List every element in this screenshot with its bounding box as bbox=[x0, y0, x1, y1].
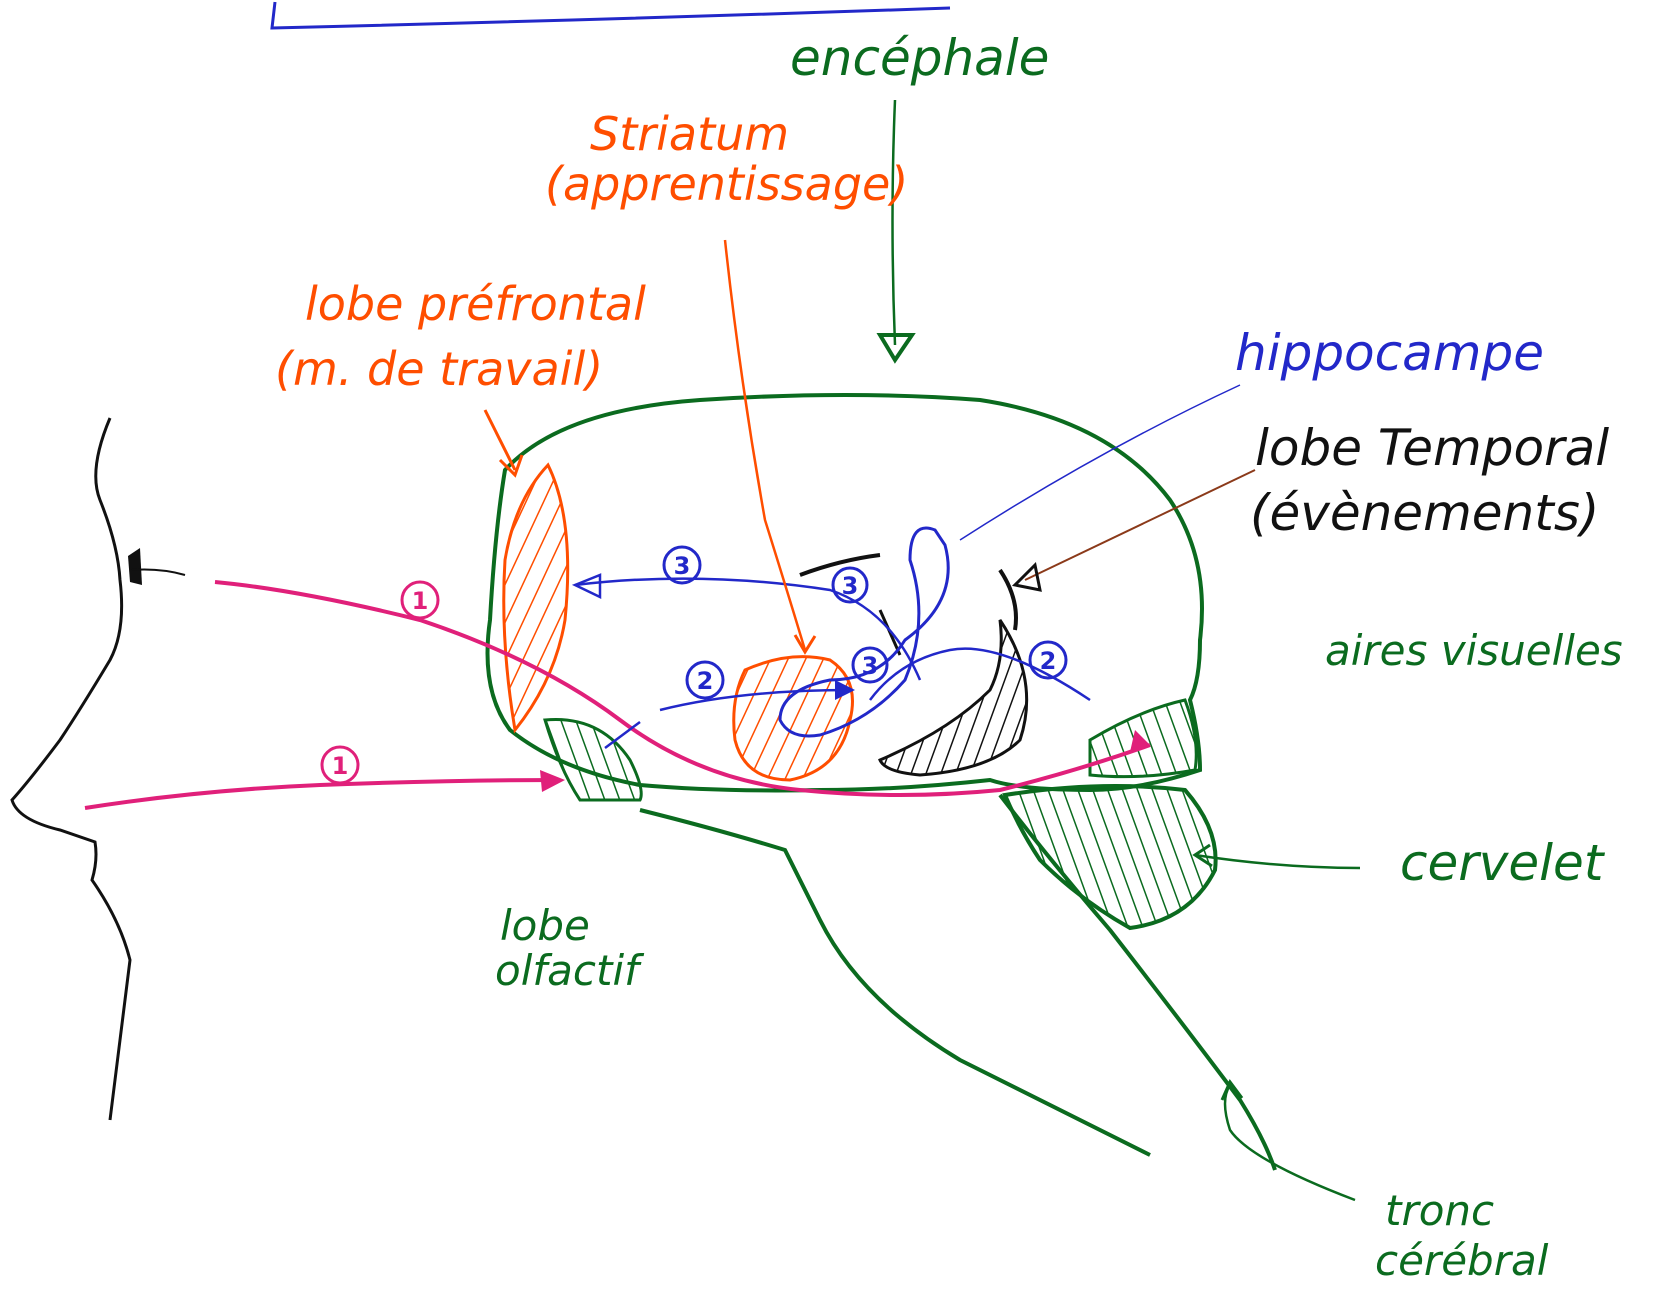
number-two-left: 2 bbox=[687, 662, 723, 698]
tronc-pointer bbox=[1225, 1085, 1355, 1200]
temporal-pointer bbox=[1025, 470, 1255, 580]
olfactory-pointer bbox=[605, 722, 640, 748]
pathway-3-prefrontal-arrow bbox=[575, 575, 600, 597]
number-two-right: 2 bbox=[1030, 642, 1066, 678]
cerebellum bbox=[1005, 786, 1216, 928]
striatum bbox=[734, 657, 853, 780]
pathway-1-bottom-arrow bbox=[540, 770, 565, 792]
svg-text:3: 3 bbox=[674, 552, 691, 580]
label-visual: aires visuelles bbox=[1325, 626, 1623, 675]
label-cervelet: cervelet bbox=[1400, 834, 1606, 892]
striatum-pointer bbox=[725, 240, 805, 650]
label-striatum-1: Striatum bbox=[590, 107, 789, 161]
svg-text:1: 1 bbox=[412, 587, 429, 615]
cervelet-pointer bbox=[1195, 855, 1360, 868]
number-three-center-top: 3 bbox=[833, 568, 867, 602]
striatum-pointer-arrow bbox=[795, 635, 815, 652]
label-tronc-2: cérébral bbox=[1375, 1236, 1549, 1285]
prefrontal-area bbox=[504, 465, 568, 730]
svg-text:3: 3 bbox=[842, 572, 859, 600]
label-prefrontal-2: (m. de travail) bbox=[275, 342, 603, 396]
label-olfactif-1: lobe bbox=[500, 901, 590, 950]
number-one-top: 1 bbox=[402, 582, 438, 618]
label-olfactif-2: olfactif bbox=[495, 946, 645, 995]
svg-text:3: 3 bbox=[862, 652, 879, 680]
svg-text:2: 2 bbox=[1040, 647, 1057, 675]
title-underline bbox=[272, 2, 950, 28]
label-hippocampe: hippocampe bbox=[1235, 324, 1544, 382]
svg-text:2: 2 bbox=[697, 667, 714, 695]
label-temporal-2: (évènements) bbox=[1250, 484, 1599, 542]
encephale-pointer bbox=[893, 100, 896, 345]
face-profile bbox=[12, 418, 130, 1120]
number-three-top: 3 bbox=[664, 547, 700, 583]
label-temporal-1: lobe Temporal bbox=[1255, 419, 1609, 477]
label-encephale: encéphale bbox=[790, 29, 1049, 87]
number-one-bottom: 1 bbox=[322, 747, 358, 783]
label-striatum-2: (apprentissage) bbox=[545, 157, 908, 211]
eye bbox=[128, 548, 142, 585]
label-tronc-1: tronc bbox=[1385, 1186, 1494, 1235]
svg-text:1: 1 bbox=[332, 752, 349, 780]
hippocampus-pointer bbox=[960, 385, 1240, 540]
temporal-pointer-arrow bbox=[1015, 565, 1040, 590]
label-prefrontal-1: lobe préfrontal bbox=[305, 277, 646, 331]
pathway-1-bottom bbox=[85, 780, 560, 808]
